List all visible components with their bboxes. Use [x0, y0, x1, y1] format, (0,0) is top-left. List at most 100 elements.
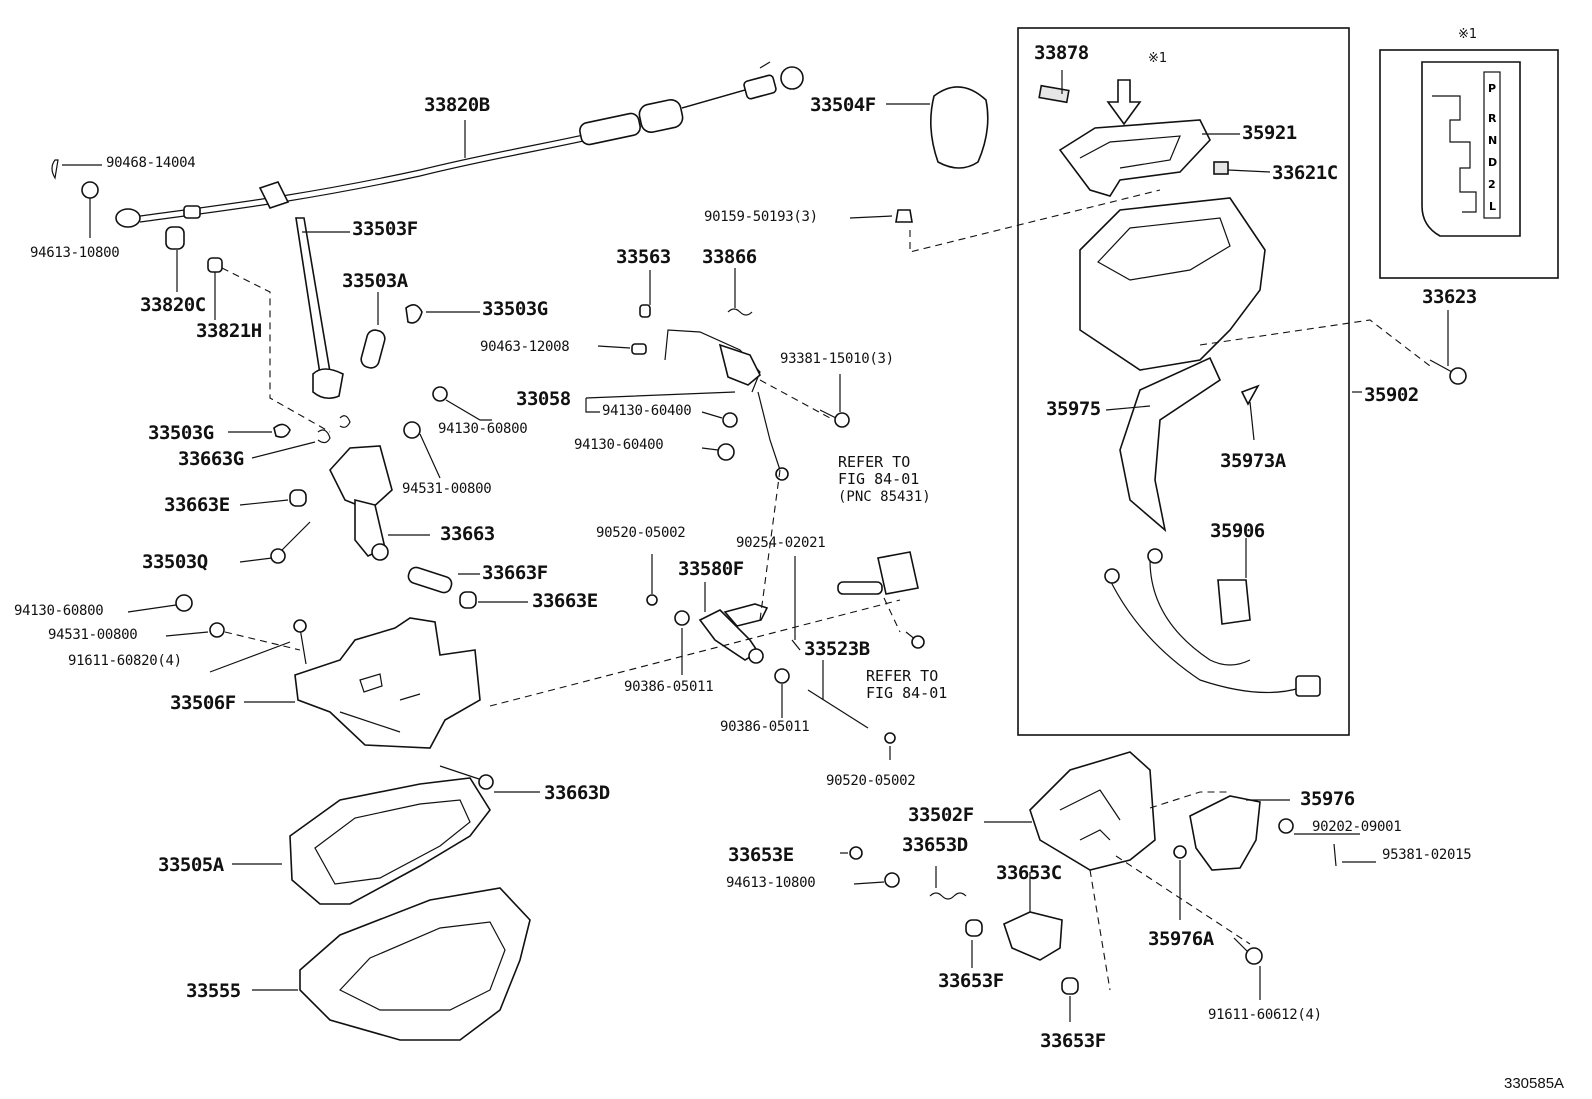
label-35975: 35975 [1046, 398, 1101, 420]
pin-33563 [639, 304, 651, 318]
label-33523B: 33523B [804, 638, 870, 660]
label-33503G-b: 33503G [148, 422, 214, 444]
label-90386-05011-b: 90386-05011 [720, 719, 810, 735]
label-33580F: 33580F [678, 558, 744, 580]
lever-33653C [1003, 911, 1063, 961]
bolt-91611-60820 [299, 627, 307, 665]
ref-a-line3: (PNC 85431) [838, 488, 931, 505]
label-90202-09001: 90202-09001 [1312, 819, 1402, 835]
rod-33523B [807, 689, 869, 729]
plate-35921 [1058, 119, 1211, 197]
label-33623: 33623 [1422, 286, 1477, 308]
label-33653D: 33653D [902, 834, 968, 856]
gate-detail-box [1379, 49, 1559, 279]
lever-33663 [317, 415, 393, 561]
arrow-mark [1106, 79, 1142, 126]
gate-L: L [1489, 200, 1497, 213]
pin-33663F [407, 566, 453, 594]
clip-33866 [727, 308, 753, 316]
bolt-33503Q [279, 521, 311, 553]
nut-94130-60400-b [717, 443, 735, 461]
washer-94531-b [209, 622, 225, 638]
washer-90202 [1278, 818, 1294, 834]
label-35906: 35906 [1210, 520, 1265, 542]
label-33866: 33866 [702, 246, 757, 268]
collar-33653F-b [1061, 977, 1079, 995]
label-94531-00800-b: 94531-00800 [48, 627, 138, 643]
cover-33555 [299, 887, 531, 1041]
ref-fig-84-01-a: REFER TO FIG 84-01 (PNC 85431) [838, 453, 931, 505]
label-94613-10800-a: 94613-10800 [30, 245, 120, 261]
label-33653F-b: 33653F [1040, 1030, 1106, 1052]
label-33504F: 33504F [810, 94, 876, 116]
clip-90468 [51, 159, 59, 180]
bolt-91611-60612 [1233, 937, 1249, 953]
selector-group-box [1017, 27, 1350, 736]
spring-33653D [929, 892, 967, 900]
label-33555: 33555 [186, 980, 241, 1002]
label-94531-00800-a: 94531-00800 [402, 481, 492, 497]
label-33621C: 33621C [1272, 162, 1338, 184]
label-33820C: 33820C [140, 294, 206, 316]
label-90254-02021: 90254-02021 [736, 535, 826, 551]
bracket-35976 [1189, 795, 1261, 871]
label-94130-60800-b: 94130-60800 [14, 603, 104, 619]
label-33663: 33663 [440, 523, 495, 545]
label-33663E-a: 33663E [164, 494, 230, 516]
ref-b-line1: REFER TO [866, 667, 939, 685]
link-33058 [664, 329, 789, 481]
label-94130-60800-a: 94130-60800 [438, 421, 528, 437]
label-33821H: 33821H [196, 320, 262, 342]
clip-35973A [1240, 384, 1260, 406]
assembly-lines [221, 189, 1431, 991]
collar-33653E [849, 846, 863, 860]
label-90468-14004: 90468-14004 [106, 155, 196, 171]
label-94130-60400-a: 94130-60400 [602, 403, 692, 419]
ref-a-line1: REFER TO [838, 453, 911, 471]
collar-33653F-a [965, 919, 983, 937]
housing-35902 [1079, 197, 1266, 371]
label-33663D: 33663D [544, 782, 610, 804]
eclip-90520-b [884, 732, 896, 744]
bushing-33821H [207, 257, 223, 273]
diagram-id: 330585A [1504, 1075, 1565, 1092]
screw-33623 [1429, 359, 1453, 373]
pad-33621C [1213, 161, 1229, 175]
bolt-33663D [439, 765, 483, 781]
ref-b-line2: FIG 84-01 [866, 684, 948, 703]
label-33503Q: 33503Q [142, 551, 208, 573]
label-91611-60612: 91611-60612(4) [1208, 1007, 1322, 1023]
washer-94531-a [403, 421, 421, 439]
shift-lever-rod [295, 217, 344, 400]
label-95381-02015: 95381-02015 [1382, 847, 1472, 863]
label-35921: 35921 [1242, 122, 1297, 144]
label-94613-10800-b: 94613-10800 [726, 875, 816, 891]
label-33653E: 33653E [728, 844, 794, 866]
shift-cable [115, 61, 804, 228]
spring-35976A [1173, 845, 1187, 859]
screw-93381 [819, 409, 837, 419]
nut-94130-60400-a [722, 412, 738, 428]
pin-95381 [1333, 843, 1337, 867]
nut-94130-60800-b [175, 594, 193, 612]
collar-33663E-b [459, 591, 477, 609]
label-90463-12008: 90463-12008 [480, 339, 570, 355]
label-33058: 33058 [516, 388, 571, 410]
label-33653F-a: 33653F [938, 970, 1004, 992]
gate-pattern [1421, 61, 1521, 237]
label-35976: 35976 [1300, 788, 1355, 810]
label-33506F: 33506F [170, 692, 236, 714]
label-33663F: 33663F [482, 562, 548, 584]
eclip-90520-a [646, 594, 658, 606]
collar-90386-a [674, 610, 690, 626]
gate-N: N [1488, 134, 1498, 147]
ref-a-line2: FIG 84-01 [838, 470, 920, 489]
shift-knob [930, 86, 989, 169]
mark-1-a: ※1 [1148, 51, 1168, 66]
collar-90386-b [774, 668, 790, 684]
collar-33663E-a [289, 489, 307, 507]
label-94130-60400-b: 94130-60400 [574, 437, 664, 453]
label-35902: 35902 [1364, 384, 1419, 406]
